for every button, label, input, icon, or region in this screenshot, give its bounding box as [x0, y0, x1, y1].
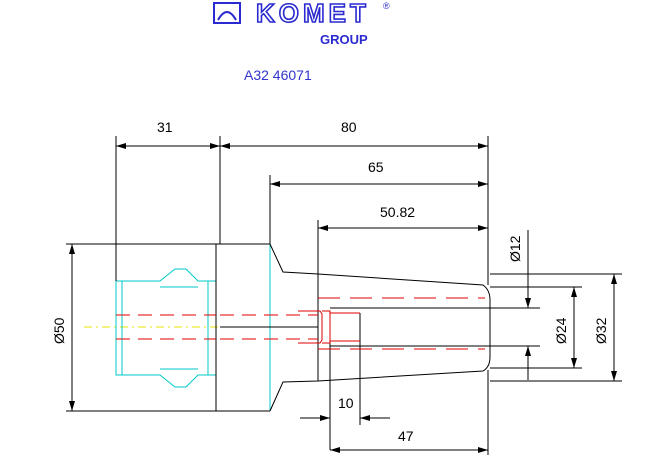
logo-registered-mark: ®	[383, 1, 390, 11]
logo-brand: KOMET	[256, 0, 370, 28]
dim-47-label: 47	[398, 428, 414, 444]
part-number: A32 46071	[244, 67, 312, 83]
hidden-lines	[116, 297, 485, 350]
dim-80-label: 80	[341, 119, 357, 135]
komet-logo: KOMET ® GROUP	[213, 0, 390, 47]
logo-group: GROUP	[320, 32, 368, 47]
dim-65-label: 65	[368, 159, 384, 175]
komet-emblem-icon	[213, 2, 241, 24]
dimension-lines	[66, 136, 622, 455]
dim-10-label: 10	[338, 395, 354, 411]
dim-31-label: 31	[157, 119, 173, 135]
dim-dia24-label: Ø24	[553, 317, 569, 344]
dim-dia12-label: Ø12	[507, 235, 523, 262]
dim-dia50-label: Ø50	[51, 317, 67, 344]
dim-50-82-label: 50.82	[380, 204, 415, 220]
dim-dia32-label: Ø32	[593, 317, 609, 344]
body-outline	[215, 243, 491, 450]
dimension-labels: 31 80 65 50.82 10 47 Ø50 Ø12 Ø24 Ø32	[51, 119, 609, 444]
